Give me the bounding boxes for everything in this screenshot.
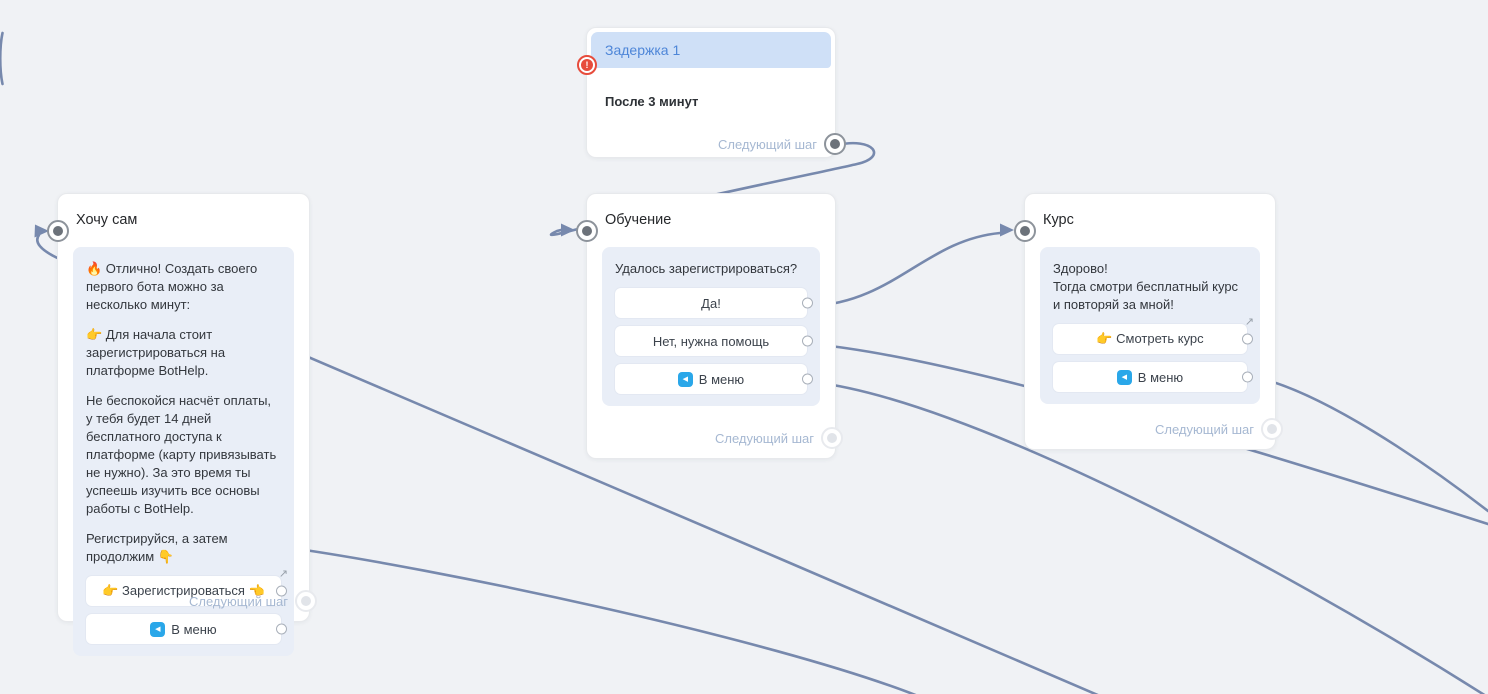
external-link-icon: ↗ (1244, 316, 1254, 328)
chat-button-watch-course[interactable]: ↗ 👉 Смотреть курс (1053, 316, 1254, 354)
message-bubble[interactable]: Здорово! Тогда смотри бесплатный курс и … (1040, 247, 1260, 404)
button-port-no-help[interactable] (802, 335, 813, 347)
node-delay-header[interactable]: Задержка 1 (591, 32, 831, 68)
port-dot (830, 139, 840, 149)
chat-button-menu[interactable]: ◀ В меню (86, 614, 287, 644)
port-dot (1020, 226, 1030, 236)
next-step-label: Следующий шаг (715, 430, 814, 446)
back-icon: ◀ (150, 621, 166, 637)
message-question: Удалось зарегистрироваться? (615, 261, 798, 276)
message-bubble[interactable]: Удалось зарегистрироваться? Да! Нет, нуж… (602, 247, 820, 406)
message-paragraph: 👉 Для начала стоит зарегистрироваться на… (86, 327, 226, 378)
message-paragraph: Не беспокойся насчёт оплаты, у тебя буде… (86, 393, 277, 516)
node-want-self-title: Хочу сам (76, 212, 138, 228)
external-link-icon: ↗ (278, 568, 288, 580)
input-port-course[interactable] (1014, 220, 1036, 242)
back-icon: ◀ (677, 371, 693, 387)
message-bubble[interactable]: 🔥 Отлично! Создать своего первого бота м… (73, 247, 294, 656)
button-port-menu[interactable] (276, 623, 287, 635)
chat-button-menu[interactable]: ◀ В меню (1053, 362, 1253, 392)
node-delay[interactable]: Задержка 1 ! После 3 минут Следующий шаг (577, 27, 846, 158)
error-badge[interactable]: ! (577, 55, 597, 75)
wire-want-self-menu-offscreen (282, 545, 917, 694)
port-dot (582, 226, 592, 236)
chat-button-label: В меню (171, 621, 217, 637)
chat-button-label: В меню (698, 371, 745, 387)
button-port-register[interactable] (276, 585, 287, 597)
node-want-self[interactable]: Хочу сам 🔥 Отлично! Создать своего перво… (47, 193, 317, 656)
wire-offscreen-left (0, 31, 4, 86)
wire-course-menu-offscreen (1248, 374, 1488, 513)
button-port-menu[interactable] (802, 373, 813, 385)
port-dot (1267, 424, 1277, 434)
next-step-port-want-self[interactable] (295, 590, 317, 612)
chat-button-label: 👉 Зарегистрироваться 👈 (102, 583, 265, 598)
node-training[interactable]: Обучение Удалось зарегистрироваться? Да!… (576, 193, 843, 459)
button-port-yes[interactable] (802, 297, 813, 309)
chat-button-label: В меню (1137, 369, 1184, 385)
message-line: Здорово! (1053, 261, 1108, 276)
next-step-port-course[interactable] (1261, 418, 1283, 440)
wire-under-want-self-offscreen (243, 328, 1099, 694)
next-step-label: Следующий шаг (1155, 421, 1254, 437)
arrowhead-want-self-input (34, 224, 49, 238)
next-step-label: Следующий шаг (718, 136, 817, 152)
node-delay-body: После 3 минут (605, 94, 699, 109)
chat-button-label: Да! (701, 295, 721, 311)
back-icon: ◀ (1116, 369, 1132, 385)
arrowhead-course-input (1000, 223, 1014, 237)
node-course[interactable]: Курс Здорово! Тогда смотри бесплатный ку… (1014, 193, 1283, 450)
node-course-title: Курс (1043, 212, 1074, 228)
wire-yes-to-course (810, 231, 1002, 308)
next-step-port-delay[interactable] (824, 133, 846, 155)
chat-button-label: 👉 Смотреть курс (1096, 331, 1204, 346)
port-dot (827, 433, 837, 443)
message-paragraph: 🔥 Отлично! Создать своего первого бота м… (86, 261, 258, 312)
error-icon: ! (581, 59, 593, 71)
input-port-want-self[interactable] (47, 220, 69, 242)
node-delay-title: Задержка 1 (605, 42, 681, 58)
wire-training-menu-offscreen (810, 380, 1486, 694)
input-port-training[interactable] (576, 220, 598, 242)
port-dot (301, 596, 311, 606)
chat-button-register[interactable]: ↗ 👉 Зарегистрироваться 👈 (86, 568, 288, 606)
button-port-menu[interactable] (1242, 371, 1253, 383)
port-dot (53, 226, 63, 236)
node-training-title: Обучение (605, 212, 672, 228)
chat-button-label: Нет, нужна помощь (652, 333, 770, 349)
chat-button-no-help[interactable]: Нет, нужна помощь (615, 326, 813, 356)
button-port-watch-course[interactable] (1242, 333, 1253, 345)
next-step-port-training[interactable] (821, 427, 843, 449)
message-line: Тогда смотри бесплатный курс и повторяй … (1053, 279, 1239, 312)
next-step-label: Следующий шаг (189, 593, 288, 609)
chat-button-yes[interactable]: Да! (615, 288, 813, 318)
message-paragraph: Регистрируйся, а затем продолжим 👇 (86, 531, 228, 564)
chat-button-menu[interactable]: ◀ В меню (615, 364, 813, 394)
arrowhead-training-input (561, 223, 575, 237)
